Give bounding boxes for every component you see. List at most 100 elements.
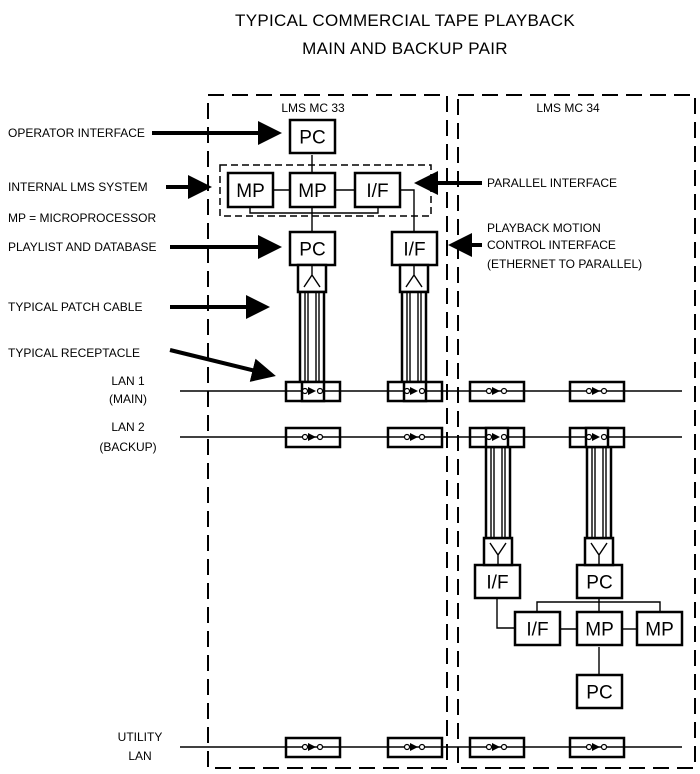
box-label: PC xyxy=(586,573,612,594)
box-label: MP xyxy=(645,620,674,641)
receptacle-arrow-icon xyxy=(592,743,600,751)
receptacle-lan1-4 xyxy=(568,380,626,403)
box-label: I/F xyxy=(403,240,425,261)
receptacle-lan2-1 xyxy=(284,426,342,449)
zone-mc34-label: LMS MC 34 xyxy=(536,101,600,115)
box-label: PC xyxy=(299,240,325,261)
utility-lan-label: UTILITY xyxy=(118,730,163,744)
label-playback-1: PLAYBACK MOTION xyxy=(487,221,601,235)
box-label: PC xyxy=(299,128,325,149)
box-mp-1: MP xyxy=(226,171,275,209)
receptacle-pin-icon xyxy=(600,743,608,751)
receptacle-lan1-3 xyxy=(468,380,526,403)
receptacle-arrow-icon xyxy=(492,387,500,395)
box-label: I/F xyxy=(486,573,508,594)
box-if-playback: I/F xyxy=(390,230,439,267)
receptacle-arrow-icon xyxy=(492,433,500,441)
internal-lms-boundary xyxy=(219,164,432,217)
link-if-if xyxy=(400,189,415,232)
receptacle-pin-icon xyxy=(500,433,508,441)
utility-lan-sublabel: LAN xyxy=(128,749,151,763)
box-mp-2: MP xyxy=(288,171,337,209)
patch-cable-mc33-pc xyxy=(296,263,328,385)
box-pc-mc34-lower: PC xyxy=(575,673,624,710)
receptacle-pin-icon xyxy=(585,743,593,751)
box-label: I/F xyxy=(366,181,388,202)
receptacle-lan2-4 xyxy=(568,426,626,449)
box-label: MP xyxy=(585,620,614,641)
receptacle-pin-icon xyxy=(301,433,309,441)
patch-cable-mc33-if xyxy=(398,263,430,385)
receptacle-pin-icon xyxy=(301,743,309,751)
receptacle-utility-4 xyxy=(568,736,626,759)
receptacle-lan2-3 xyxy=(468,426,526,449)
box-if-mc34-lower: I/F xyxy=(513,610,562,647)
zone-mc33-label: LMS MC 33 xyxy=(281,101,345,115)
receptacle-pin-icon xyxy=(418,433,426,441)
link-bus-bottom xyxy=(249,207,379,214)
receptacle-lan2-2 xyxy=(386,426,444,449)
receptacle-pin-icon xyxy=(316,433,324,441)
label-playback-3: (ETHERNET TO PARALLEL) xyxy=(487,257,642,271)
lan1-label: LAN 1 xyxy=(111,374,145,388)
box-mp-mc34-1: MP xyxy=(575,610,624,647)
receptacle-pin-icon xyxy=(418,743,426,751)
label-playlist: PLAYLIST AND DATABASE xyxy=(8,240,157,254)
box-if-mc34-upper: I/F xyxy=(473,563,522,600)
receptacle-pin-icon xyxy=(418,387,426,395)
receptacle-utility-3 xyxy=(468,736,526,759)
patch-cable-mc34-if xyxy=(482,443,514,567)
box-if-parallel: I/F xyxy=(353,171,402,209)
receptacle-pin-icon xyxy=(485,433,493,441)
lan2-sublabel: (BACKUP) xyxy=(99,440,156,454)
title-line-1: TYPICAL COMMERCIAL TAPE PLAYBACK xyxy=(235,11,575,30)
receptacle-arrow-icon xyxy=(308,743,316,751)
patch-cable-mc34-pc xyxy=(583,443,615,567)
box-pc-playlist: PC xyxy=(288,230,337,267)
label-playback-2: CONTROL INTERFACE xyxy=(487,238,616,252)
receptacle-pin-icon xyxy=(403,387,411,395)
receptacle-arrow-icon xyxy=(592,387,600,395)
box-label: MP xyxy=(298,181,327,202)
box-label: MP xyxy=(236,181,265,202)
box-mp-mc34-2: MP xyxy=(635,610,684,647)
receptacle-pin-icon xyxy=(600,433,608,441)
receptacle-arrow-icon xyxy=(410,387,418,395)
box-pc-mc34-upper: PC xyxy=(575,563,624,600)
receptacle-arrow-icon xyxy=(592,433,600,441)
receptacle-arrow-icon xyxy=(308,433,316,441)
receptacle-pin-icon xyxy=(500,387,508,395)
box-label: I/F xyxy=(526,620,548,641)
receptacle-arrow-icon xyxy=(410,433,418,441)
receptacle-pin-icon xyxy=(500,743,508,751)
receptacle-pin-icon xyxy=(485,387,493,395)
receptacle-arrow-icon xyxy=(308,387,316,395)
receptacle-arrow-icon xyxy=(410,743,418,751)
receptacle-pin-icon xyxy=(485,743,493,751)
receptacle-pin-icon xyxy=(585,433,593,441)
receptacle-lan1-1 xyxy=(284,380,342,403)
receptacle-pin-icon xyxy=(316,387,324,395)
label-parallel-interface: PARALLEL INTERFACE xyxy=(487,176,617,190)
label-mp-definition: MP = MICROPROCESSOR xyxy=(8,211,156,225)
lan1-sublabel: (MAIN) xyxy=(109,392,147,406)
label-receptacle: TYPICAL RECEPTACLE xyxy=(8,346,140,360)
receptacle-pin-icon xyxy=(600,387,608,395)
lan2-label: LAN 2 xyxy=(111,420,145,434)
box-label: PC xyxy=(586,683,612,704)
arrow-receptacle xyxy=(169,348,276,382)
label-operator-interface: OPERATOR INTERFACE xyxy=(8,126,145,140)
receptacle-pin-icon xyxy=(403,433,411,441)
receptacle-pin-icon xyxy=(316,743,324,751)
receptacle-pin-icon xyxy=(301,387,309,395)
receptacle-utility-1 xyxy=(284,736,342,759)
title-line-2: MAIN AND BACKUP PAIR xyxy=(302,39,508,58)
receptacle-utility-2 xyxy=(386,736,444,759)
receptacle-pin-icon xyxy=(403,743,411,751)
receptacle-arrow-icon xyxy=(492,743,500,751)
link-if-if-mc34 xyxy=(496,597,515,629)
box-pc-operator: PC xyxy=(288,118,337,155)
label-internal-lms: INTERNAL LMS SYSTEM xyxy=(8,180,148,194)
label-patch-cable: TYPICAL PATCH CABLE xyxy=(8,300,142,314)
